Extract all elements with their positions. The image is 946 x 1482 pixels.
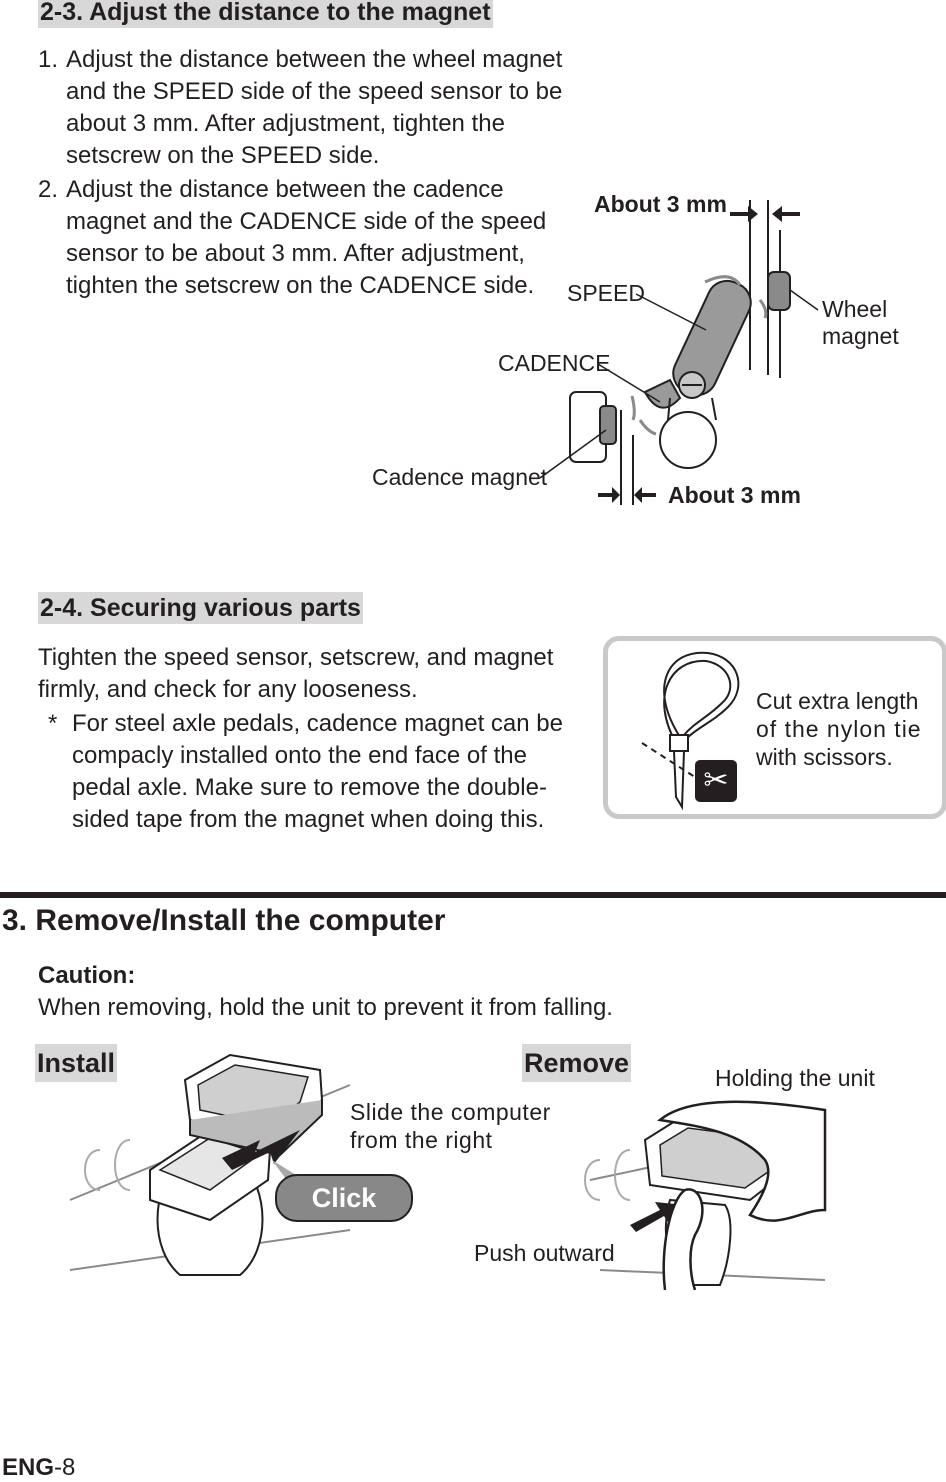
remove-label: Remove [522, 1044, 632, 1082]
section-2-3-steps: 1. Adjust the distance between the wheel… [38, 44, 578, 302]
wheel-magnet-label-line1: Wheel [822, 296, 888, 322]
cadence-label: CADENCE [498, 350, 611, 376]
step-text: Adjust the distance between the cadence … [66, 176, 547, 299]
crank-circle-shape [659, 411, 717, 469]
section-2-4-note: * For steel axle pedals, cadence magnet … [38, 708, 568, 836]
wheel-magnet-shape [767, 271, 791, 311]
install-label: Install [35, 1044, 118, 1082]
step-item: 1. Adjust the distance between the wheel… [38, 44, 578, 172]
wheel-magnet-label-line2: magnet [822, 323, 899, 349]
speed-sensor-diagram [539, 200, 819, 505]
arrow-left-icon [634, 487, 656, 503]
caution-label: Caution: [38, 962, 136, 989]
note-asterisk: * [48, 710, 58, 737]
cadence-magnet-label: Cadence magnet [372, 464, 548, 490]
section-2-4-para: Tighten the speed sensor, setscrew, and … [38, 644, 554, 703]
note-text: For steel axle pedals, cadence magnet ca… [72, 710, 563, 833]
remove-illustration [584, 1100, 827, 1291]
page-number: ENG-8 [2, 1454, 76, 1481]
push-arrow-icon [630, 1202, 675, 1232]
nylon-tie-tip-box: ✂ Cut extra length of the nylon tie with… [603, 636, 946, 819]
push-outward-text: Push outward [474, 1240, 615, 1266]
nylon-tie-illustration [641, 651, 740, 811]
step-text: Adjust the distance between the wheel ma… [66, 46, 563, 169]
arrow-left-icon [772, 206, 800, 222]
about-3mm-top-label: About 3 mm [594, 191, 727, 217]
caution-text: When removing, hold the unit to prevent … [38, 994, 613, 1021]
section-2-3-heading: 2-3. Adjust the distance to the magnet [38, 0, 493, 28]
section-3-heading: 3. Remove/Install the computer [2, 904, 446, 937]
arrow-right-icon [598, 487, 620, 503]
step-number: 1. [38, 46, 59, 73]
about-3mm-bottom-label: About 3 mm [668, 482, 801, 508]
section-2-4-heading: 2-4. Securing various parts [38, 592, 363, 624]
scissors-icon: ✂ [695, 760, 737, 802]
install-illustration [69, 1053, 351, 1276]
click-bubble: Click [275, 1174, 413, 1222]
speed-label: SPEED [567, 280, 645, 306]
step-item: 2. Adjust the distance between the caden… [38, 174, 571, 302]
arrow-right-icon [730, 206, 758, 222]
holding-unit-text: Holding the unit [715, 1065, 875, 1091]
cadence-magnet-shape [599, 405, 617, 445]
step-number: 2. [38, 176, 59, 203]
tip-text: Cut extra length of the nylon tie with s… [756, 688, 922, 770]
slide-computer-text: Slide the computer from the right [350, 1099, 551, 1153]
slide-arrow-icon [222, 1130, 300, 1170]
section-3-rule [0, 892, 946, 898]
